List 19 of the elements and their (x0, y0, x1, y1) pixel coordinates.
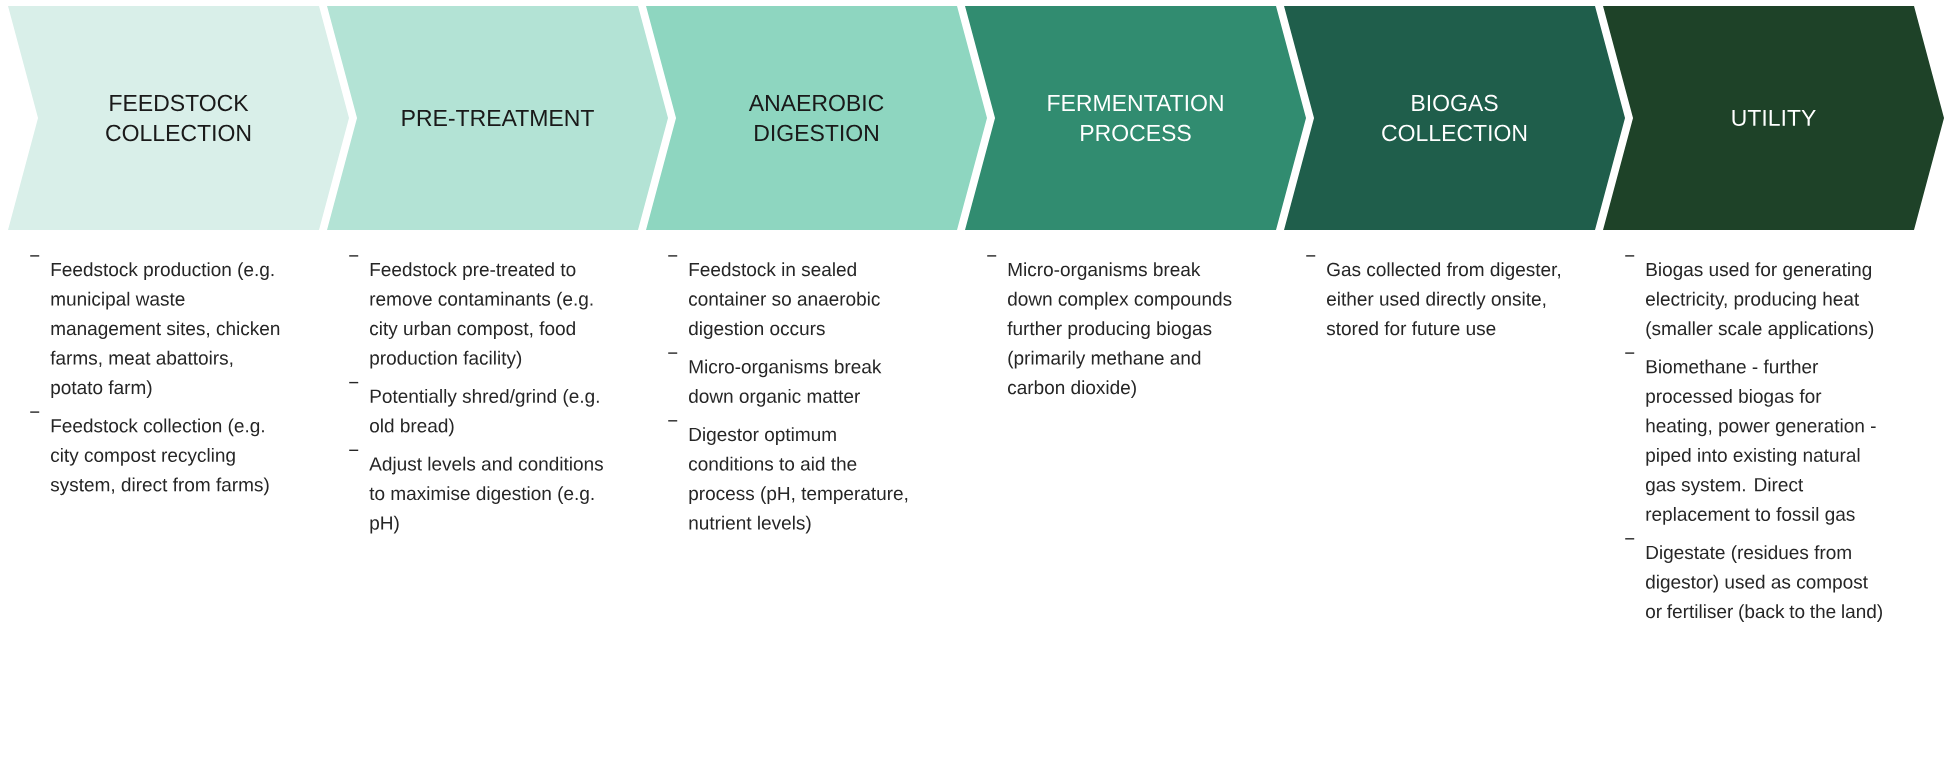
bullet-item: Biomethane - further processed biogas for heating, power generation - piped into existing natural gas system. Direct replacement to fossil gas (1624, 352, 1876, 525)
bullet-item: Feedstock in sealed container so anaerobic digestion occurs (667, 255, 880, 339)
bullet-item: Digestor optimum conditions to aid the process (pH, temperature, nutrient levels) (667, 420, 908, 534)
bullet-item: Digestate (residues from digestor) used as compost or fertiliser (back to the land) (1624, 538, 1882, 622)
process-step: UTILITY (1603, 6, 1944, 230)
process-step: FERMENTATION PROCESS (965, 6, 1306, 230)
bullet-item: Feedstock production (e.g. municipal waste management sites, chicken farms, meat abattoirs, potato farm) (29, 255, 280, 398)
bullet-item: Biogas used for generating electricity, producing heat (smaller scale applications) (1624, 255, 1874, 339)
bullet-item: Feedstock pre-treated to remove contaminants (e.g. city urban compost, food production facility) (348, 255, 593, 369)
bullet-item: Feedstock collection (e.g. city compost recycling system, direct from farms) (29, 411, 269, 496)
process-step: BIOGAS COLLECTION (1284, 6, 1625, 230)
process-step: FEEDSTOCK COLLECTION (8, 6, 349, 230)
bullet-item: Potentially shred/grind (e.g. old bread) (348, 381, 599, 437)
bullet-item: Micro-organisms break down organic matter (667, 352, 882, 407)
bullet-item: Adjust levels and conditions to maximise digestion (e.g. pH) (348, 449, 603, 534)
bullet-item: Gas collected from digester, either used directly onsite, stored for future use (1305, 255, 1560, 336)
process-step: PRE-TREATMENT (327, 6, 668, 230)
bullet-item: Micro-organisms break down complex compounds further producing biogas (primarily methane and carbon dioxide) (986, 255, 1232, 398)
process-step: ANAEROBIC DIGESTION (646, 6, 987, 230)
